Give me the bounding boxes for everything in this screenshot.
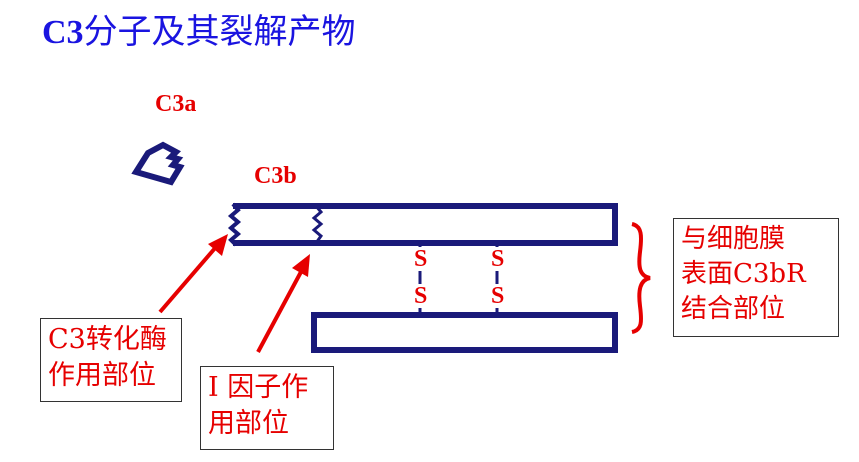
page-title: C3分子及其裂解产物 xyxy=(42,8,356,57)
alpha-chain xyxy=(233,203,618,246)
disulfide-s-2-top: S xyxy=(491,246,505,272)
disulfide-s-1-bottom: S xyxy=(414,283,428,309)
factor-i-line-2: 用部位 xyxy=(208,408,289,439)
receptor-line-2: 表面C3bR xyxy=(681,259,806,289)
convertase-site-box: C3转化酶 作用部位 xyxy=(40,318,182,402)
receptor-line-3: 结合部位 xyxy=(681,294,786,324)
label-c3b: C3b xyxy=(254,163,297,189)
convertase-arrow xyxy=(158,234,228,314)
convertase-line-1: C3转化酶 xyxy=(48,324,167,355)
beta-chain xyxy=(311,312,618,353)
c3a-fragment xyxy=(131,141,185,186)
factor-i-cleavage-site xyxy=(311,205,324,244)
factor-i-arrow xyxy=(256,254,310,353)
disulfide-s-2-bottom: S xyxy=(491,283,505,309)
alpha-chain-cleaved-end xyxy=(227,202,242,247)
receptor-site-box: 与细胞膜 表面C3bR 结合部位 xyxy=(673,218,839,337)
disulfide-s-1-top: S xyxy=(414,246,428,272)
factor-i-line-1: I 因子作 xyxy=(208,372,309,403)
title-cjk: 分子及其裂解产物 xyxy=(83,12,356,52)
factor-i-site-box: I 因子作 用部位 xyxy=(200,366,334,450)
receptor-bracket xyxy=(631,222,651,334)
title-latin: C3 xyxy=(42,14,84,51)
label-c3a: C3a xyxy=(155,91,197,117)
receptor-line-1: 与细胞膜 xyxy=(681,224,786,254)
convertase-line-2: 作用部位 xyxy=(48,360,156,391)
